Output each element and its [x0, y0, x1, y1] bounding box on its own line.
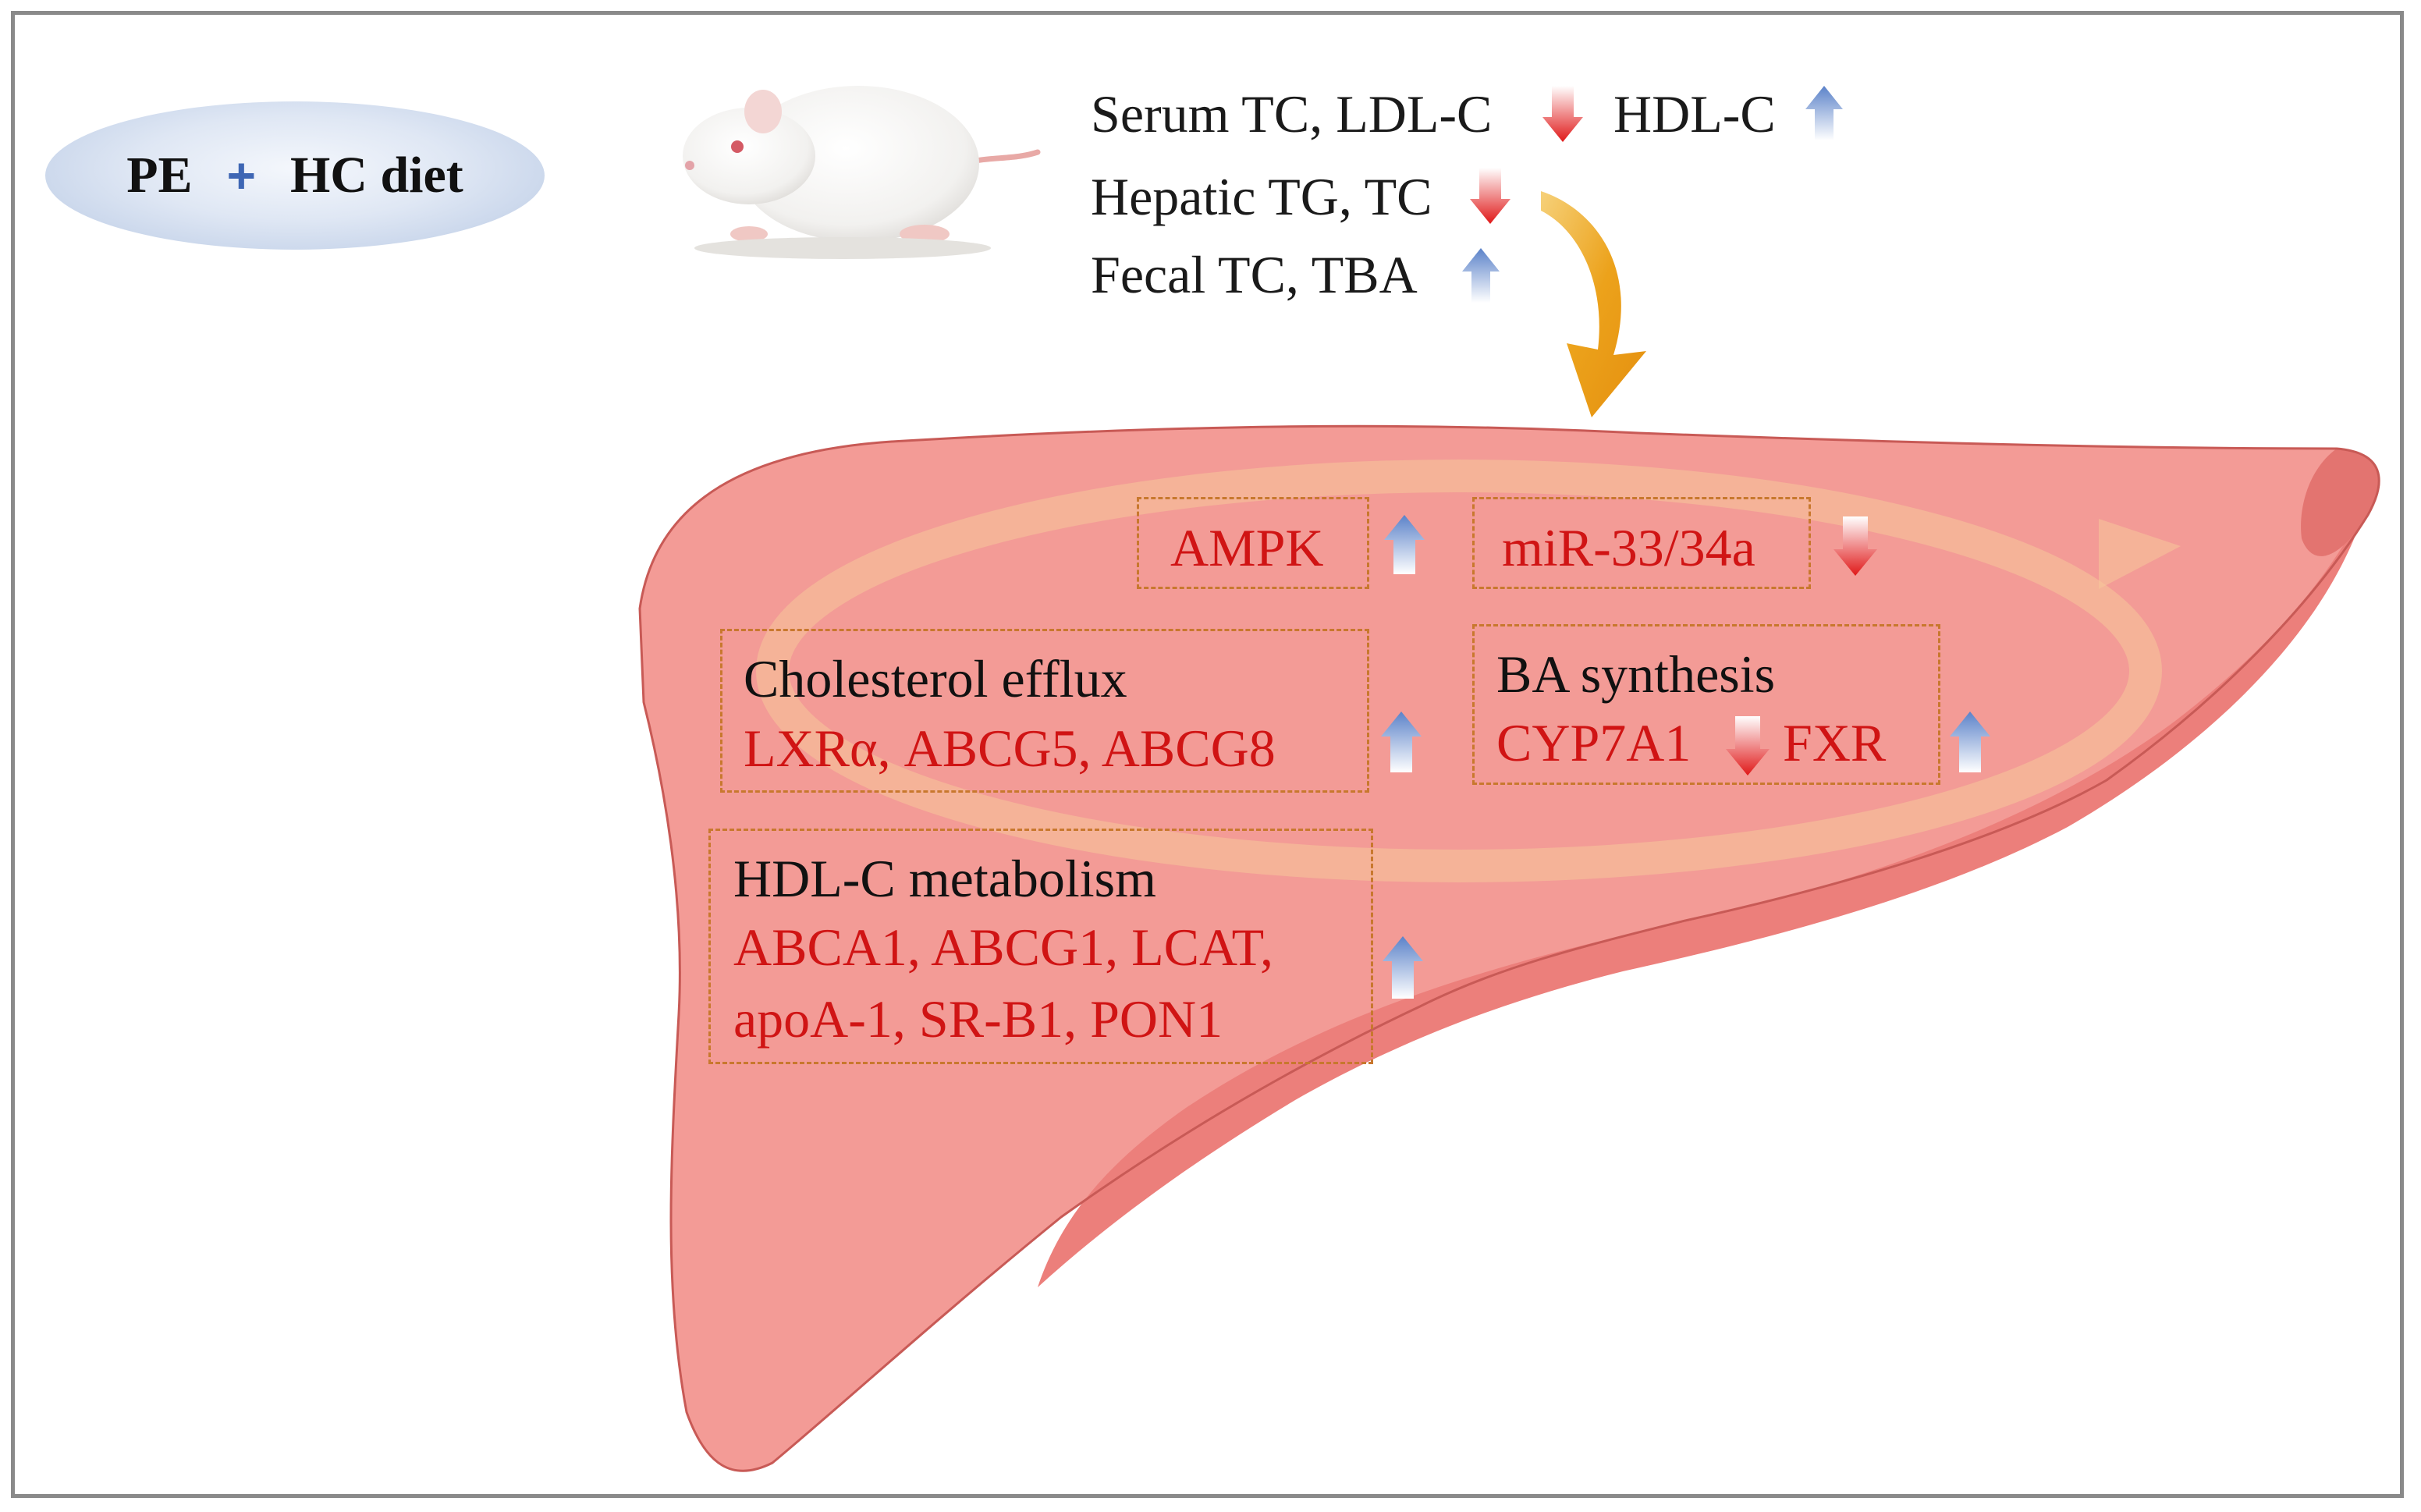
rat-front-paw [730, 226, 768, 242]
effect-serum-hdl: HDL-C [1613, 84, 1776, 144]
rat-shadow [694, 237, 991, 259]
effect-hepatic: Hepatic TG, TC [1091, 167, 1432, 226]
treatment-compound: PE [126, 147, 193, 204]
hdl-metabolism-title: HDL-C metabolism [733, 849, 1157, 908]
arrow-up-icon [1384, 515, 1425, 574]
liver-right-lobe-edge [2301, 449, 2380, 556]
arrow-down-icon [1726, 716, 1770, 776]
ampk-box [1137, 497, 1369, 589]
cholesterol-efflux-title: Cholesterol efflux [744, 649, 1127, 708]
hdl-metabolism-genes-line1: ABCA1, ABCG1, LCAT, [733, 917, 1274, 977]
effect-serum-lipids: Serum TC, LDL-C [1091, 84, 1493, 144]
rat-illustration [683, 86, 1041, 259]
ba-gene-fxr: FXR [1783, 713, 1887, 772]
arrow-down-icon [1470, 168, 1510, 224]
cycle-arrow-head [2099, 519, 2181, 589]
ba-synthesis-title: BA synthesis [1496, 644, 1776, 704]
arrow-up-icon [1950, 712, 1990, 772]
mirna-label: miR-33/34a [1502, 518, 1755, 577]
treatment-oval: PE + HC diet [45, 101, 545, 250]
arrow-up-icon [1462, 248, 1500, 303]
cholesterol-efflux-box [720, 629, 1369, 793]
treatment-diet: HC diet [289, 147, 463, 204]
liver-outline [638, 424, 2380, 1472]
hdl-metabolism-genes-line2: apoA-1, SR-B1, PON1 [733, 989, 1223, 1049]
ba-gene-cyp7a1: CYP7A1 [1496, 713, 1692, 772]
rat-ear [744, 90, 782, 133]
rat-nose [685, 161, 694, 170]
rat-eye [731, 140, 744, 153]
mirna-box [1472, 497, 1811, 589]
rat-head [683, 108, 815, 204]
hdl-metabolism-box [708, 829, 1373, 1064]
effect-fecal: Fecal TC, TBA [1091, 245, 1418, 304]
ampk-label: AMPK [1170, 518, 1324, 577]
arrow-up-icon [1383, 936, 1423, 999]
arrow-up-icon [1381, 712, 1422, 772]
curved-arrow-icon [1541, 191, 1646, 417]
ba-synthesis-box [1472, 624, 1940, 785]
arrow-down-icon [1833, 516, 1877, 576]
arrow-down-icon [1542, 86, 1583, 142]
cycle-arrow-ring [756, 460, 2162, 882]
liver-illustration [638, 424, 2380, 1472]
arrow-up-icon [1805, 86, 1843, 140]
liver-body [640, 426, 2380, 1471]
cholesterol-efflux-genes: LXRα, ABCG5, ABCG8 [744, 719, 1276, 778]
treatment-plus: + [226, 147, 256, 204]
